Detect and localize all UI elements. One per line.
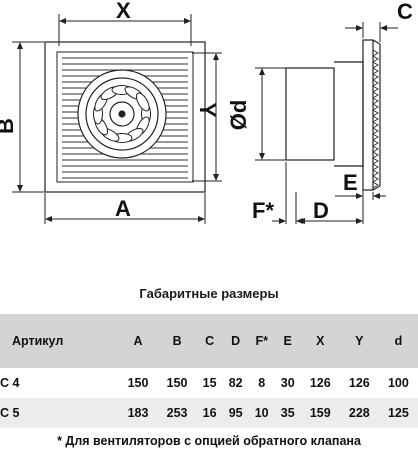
cell-e: 30 (280, 376, 295, 390)
header-x: X (300, 314, 340, 368)
cell-article: C 5 (0, 398, 119, 428)
fan-dimension-drawing: X C B Y Ød A E F* D (0, 0, 413, 224)
cell-a: 183 (118, 398, 158, 428)
header-a: A (118, 314, 158, 368)
cell-e: 35 (274, 398, 301, 428)
cell-c: 15 (202, 376, 217, 390)
table-row: C 5 183 253 16 95 10 35 159 228 125 (0, 398, 418, 428)
cell-y: 228 (339, 398, 379, 428)
cell-x: 126 (309, 376, 331, 390)
dim-label-x: X (116, 0, 131, 23)
header-y: Y (339, 314, 379, 368)
header-d: D (222, 314, 249, 368)
header-f: F* (248, 314, 275, 368)
cell-b: 253 (157, 398, 197, 428)
fan-side-view (285, 39, 381, 191)
cell-f: 10 (248, 398, 275, 428)
header-d-small: d (378, 314, 418, 368)
dim-label-d2: D (313, 198, 329, 223)
cell-c: 16 (196, 398, 223, 428)
cell-d: 82 (228, 376, 243, 390)
footnote: * Для вентиляторов с опцией обратного кл… (57, 434, 361, 448)
fan-front-frame (44, 41, 206, 193)
dimensions-table: Артикул A B C D F* E X Y d C 4 150 150 1… (0, 314, 418, 428)
header-e: E (274, 314, 301, 368)
cell-d: 95 (222, 398, 249, 428)
header-article: Артикул (0, 314, 119, 368)
dim-label-b: B (0, 118, 18, 134)
cell-a: 150 (127, 376, 149, 390)
fan-impeller (77, 69, 167, 159)
table-caption: Габаритные размеры (139, 286, 279, 301)
dim-label-y: Y (195, 103, 220, 118)
header-b: B (157, 314, 197, 368)
cell-b: 150 (166, 376, 188, 390)
cell-d-small: 100 (387, 376, 409, 390)
dim-label-e: E (343, 170, 358, 195)
cell-x: 159 (300, 398, 340, 428)
cell-d-small: 125 (378, 398, 418, 428)
dim-label-d: Ød (226, 100, 251, 131)
dim-label-f: F* (252, 198, 274, 223)
cell-article: C 4 (0, 376, 20, 390)
table-header-row: Артикул A B C D F* E X Y d (0, 314, 418, 368)
dim-label-c: C (397, 0, 413, 24)
cell-y: 126 (348, 376, 370, 390)
header-c: C (196, 314, 223, 368)
cell-f: 8 (258, 376, 266, 390)
dim-label-a: A (115, 196, 131, 221)
table-row: C 4 150 150 15 82 8 30 126 126 100 (0, 368, 418, 398)
